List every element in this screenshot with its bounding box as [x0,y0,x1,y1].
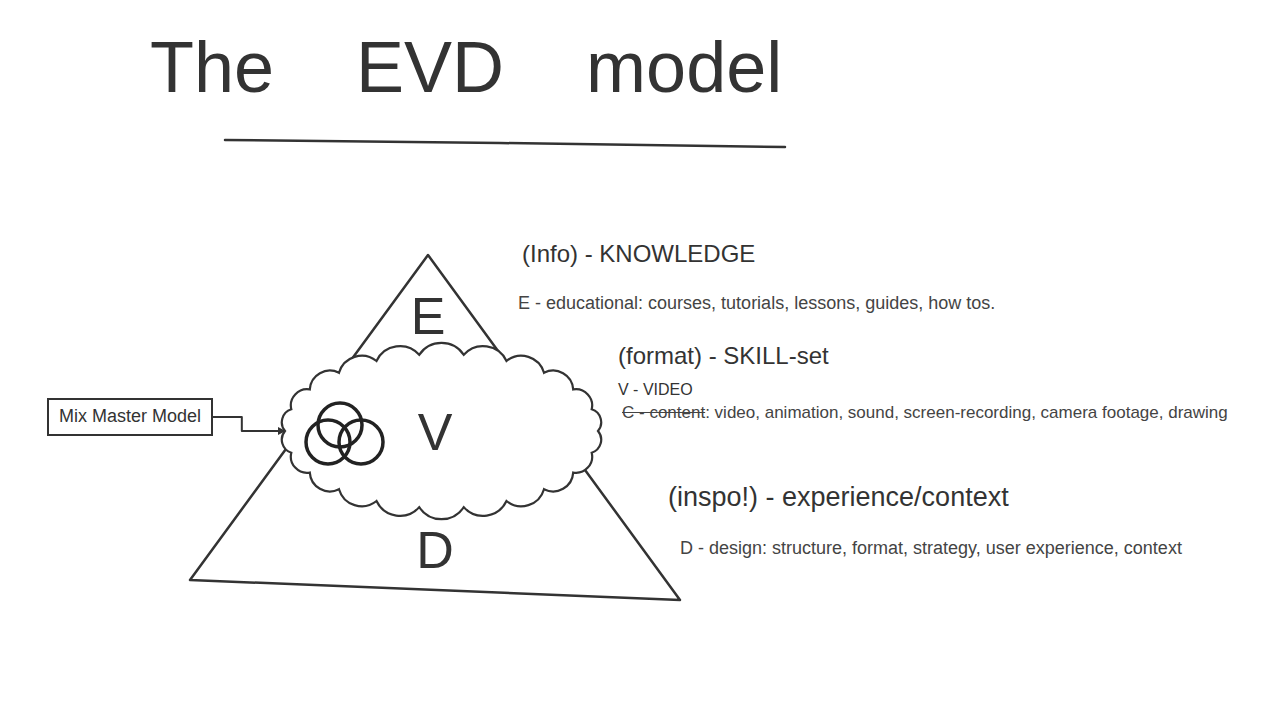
handwritten-note: (format) - SKILL-set [618,342,829,370]
mix-master-box: Mix Master Model [47,398,213,436]
description-text: E - educational: courses, tutorials, les… [518,293,995,314]
pyramid-letter: E [411,288,446,345]
description-text: : video, animation, sound, screen-record… [705,403,1228,423]
diagram-title: The EVD model [150,28,782,107]
venn-circle [339,420,383,464]
box-label: Mix Master Model [59,406,201,428]
pyramid-letter: D [416,522,454,579]
title-underline [225,140,785,147]
video-cloud: V [273,342,610,520]
venn-symbol [306,403,383,464]
handwritten-note: V - VIDEO [618,381,693,399]
struck-text: C - content [622,403,705,423]
arrow-connector [213,417,285,431]
handwritten-note: (Info) - KNOWLEDGE [522,240,755,268]
handwritten-note: (inspo!) - experience/context [668,482,1009,513]
cloud-shape [282,343,601,519]
description-text: D - design: structure, format, strategy,… [680,538,1182,559]
cloud-letter: V [418,404,453,461]
